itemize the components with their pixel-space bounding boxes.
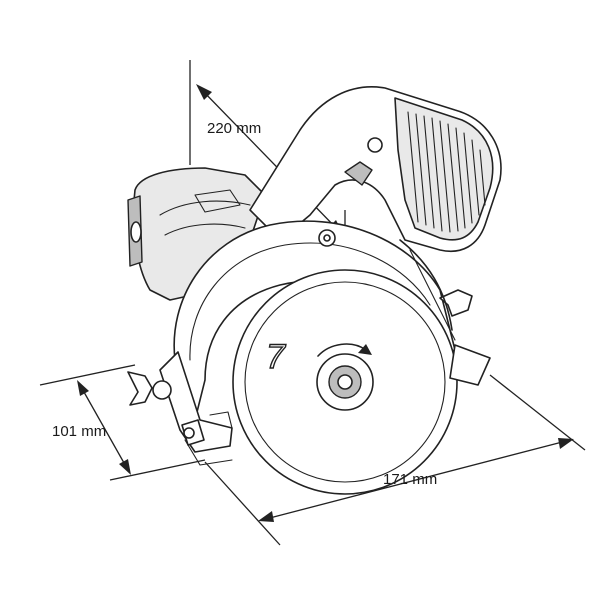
- length-arrow-left: [258, 511, 274, 522]
- wing-nut-right: [439, 289, 473, 317]
- depth-scale: [209, 411, 233, 429]
- length-arrow-right: [558, 438, 574, 449]
- length-extension-line-right: [489, 374, 586, 451]
- length-extension-line-left: [204, 461, 281, 546]
- wing-nut-left: [127, 371, 153, 406]
- width-dimension-line: [79, 384, 129, 471]
- dimension-lines: [39, 60, 586, 546]
- height-label: 220 mm: [207, 120, 261, 137]
- width-arrow-bottom: [119, 459, 131, 475]
- blade-marker: 7: [266, 338, 286, 376]
- base-plate-rear: [449, 344, 491, 386]
- saw-body: makita 7: [127, 86, 502, 495]
- width-label: 101 mm: [52, 423, 106, 440]
- motor-contour-2: [164, 223, 246, 236]
- base-edge: [184, 439, 233, 466]
- width-extension-line-top: [39, 364, 136, 386]
- rotation-arrow-curve: [317, 343, 367, 357]
- length-dimension-line: [261, 439, 571, 521]
- guard-contour: [189, 242, 431, 361]
- blade-inner-ring: [244, 281, 446, 483]
- base-plate-front: [159, 351, 233, 453]
- rotation-arrow-head: [358, 344, 372, 355]
- motor-screw: [130, 221, 142, 243]
- wing-nut-left-center: [152, 380, 172, 400]
- grip-ribs: [407, 111, 486, 233]
- width-extension-line-bottom: [109, 459, 206, 481]
- handle-screw: [367, 137, 383, 153]
- width-arrow-top: [77, 380, 89, 396]
- height-arrow-top: [196, 84, 212, 100]
- motor-contour: [159, 200, 251, 216]
- motor-vent: [194, 189, 241, 213]
- length-label: 171 mm: [383, 471, 437, 488]
- guard-screw-center: [323, 234, 331, 242]
- trigger: [344, 161, 373, 186]
- guard-rear-rib: [409, 249, 456, 341]
- depth-lever-screw: [183, 427, 195, 439]
- blade-guard: [173, 220, 456, 421]
- guard-rear-edge: [399, 239, 453, 331]
- blade-spindle: [337, 374, 353, 390]
